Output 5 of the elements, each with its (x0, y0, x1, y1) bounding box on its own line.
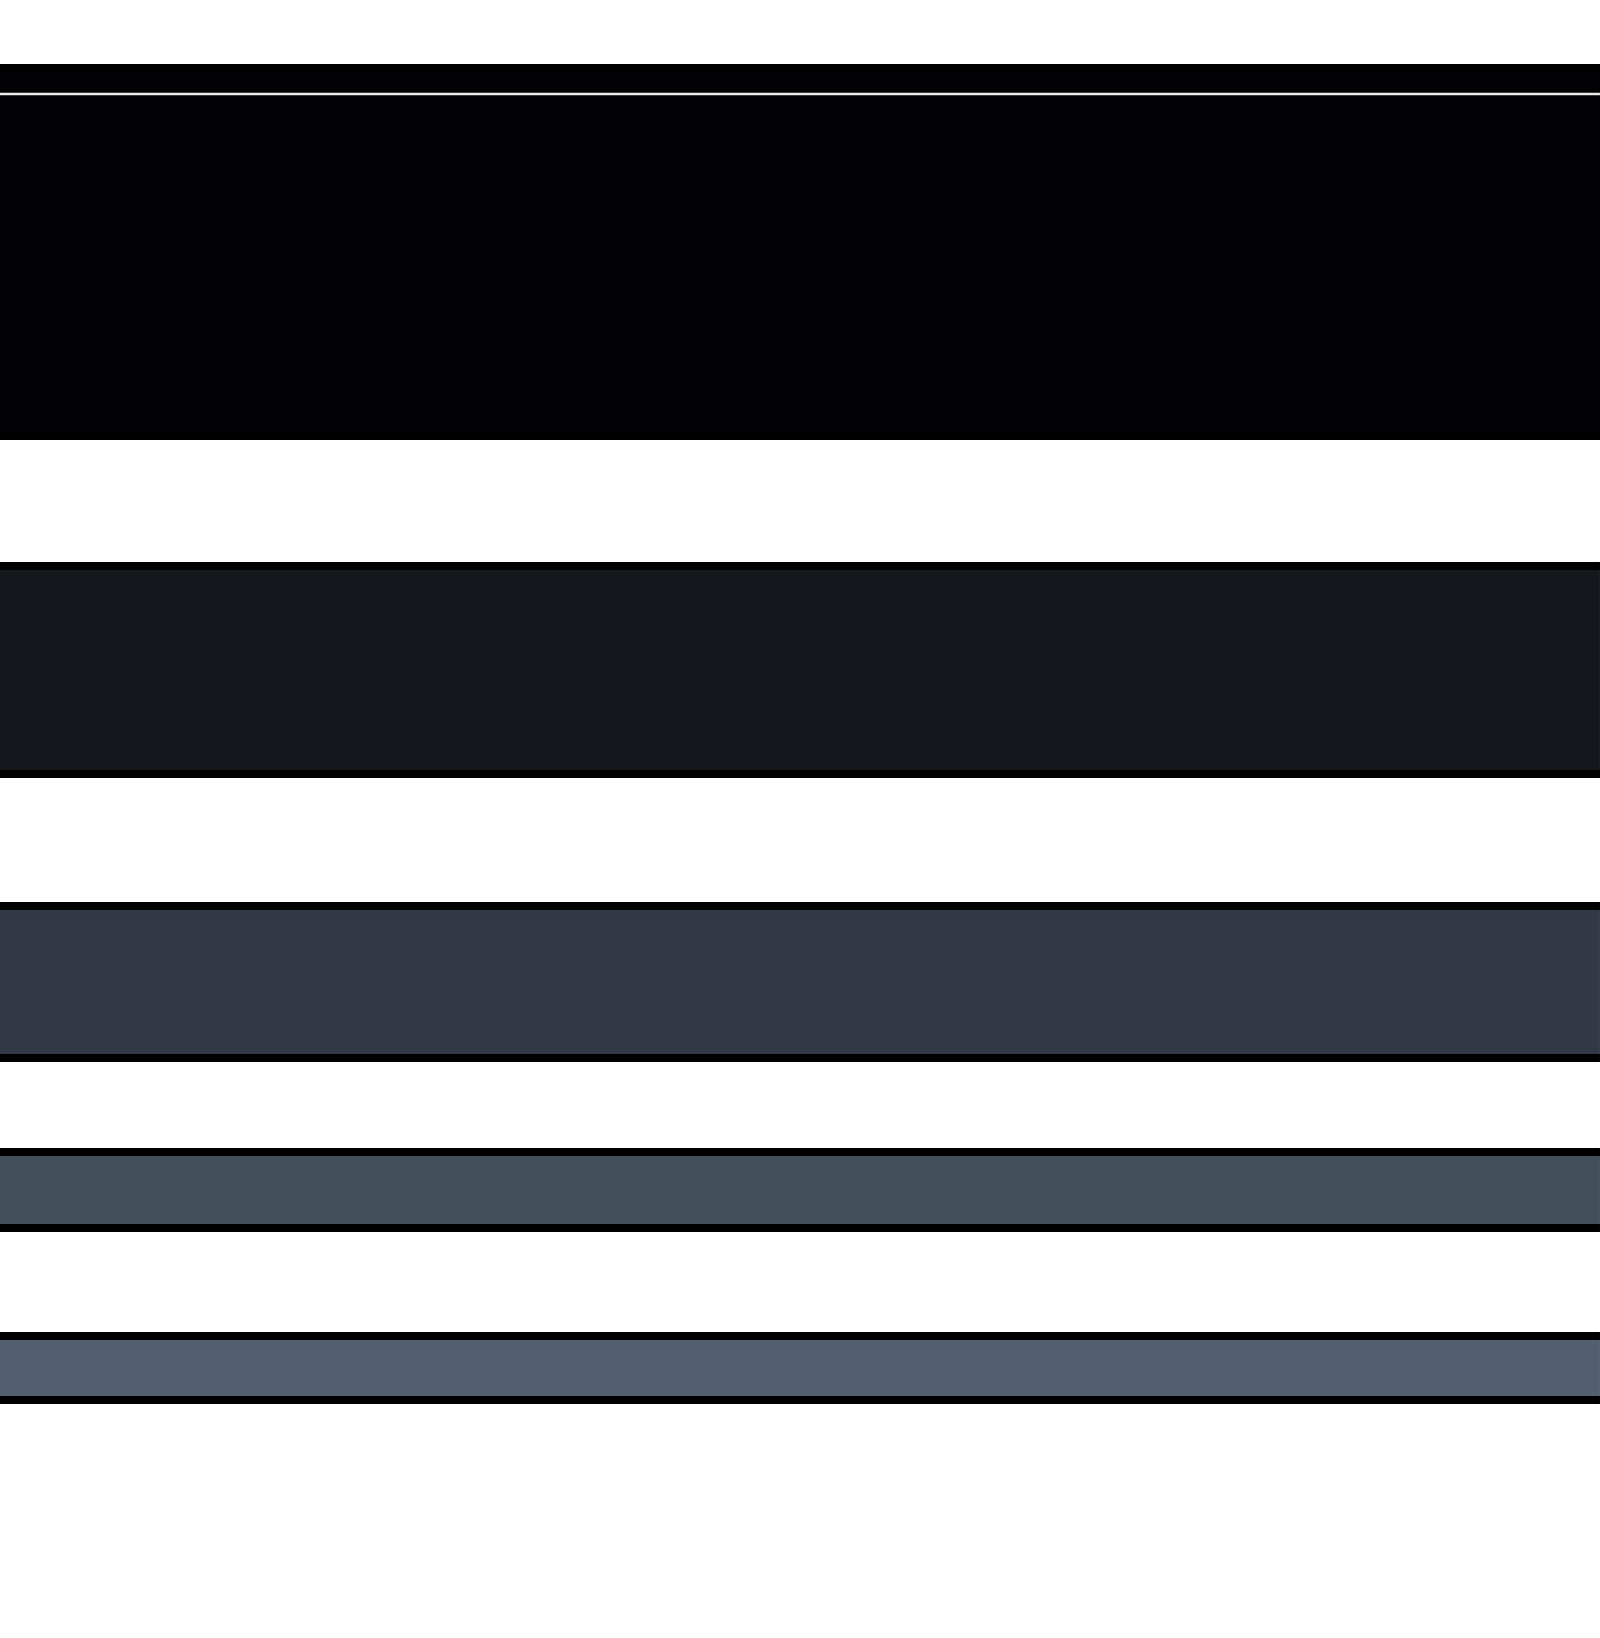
bar (0, 1148, 1600, 1232)
bar (0, 64, 1600, 440)
bar (0, 562, 1600, 778)
bar (0, 1332, 1600, 1404)
bar (0, 902, 1600, 1062)
